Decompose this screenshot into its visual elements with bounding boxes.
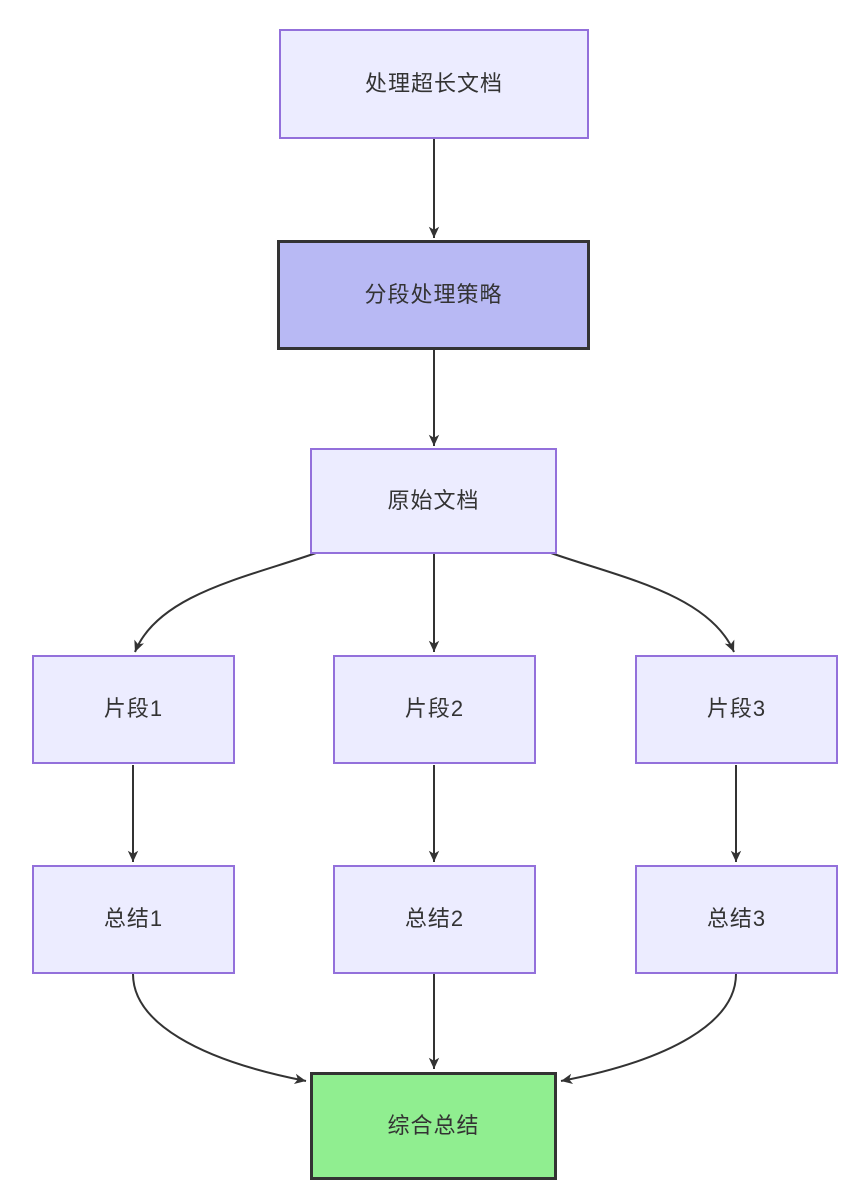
node-summary-2: 总结2 bbox=[333, 865, 536, 974]
node-label: 综合总结 bbox=[387, 1112, 480, 1138]
node-segment-1: 片段1 bbox=[32, 655, 235, 764]
node-segmentation-strategy: 分段处理策略 bbox=[277, 240, 590, 350]
node-summary-1: 总结1 bbox=[32, 865, 235, 974]
node-summary-3: 总结3 bbox=[635, 865, 838, 974]
edge-e1-f bbox=[132, 973, 307, 1084]
node-segment-2: 片段2 bbox=[333, 655, 536, 764]
node-original-document: 原始文档 bbox=[310, 448, 557, 554]
node-segment-3: 片段3 bbox=[635, 655, 838, 764]
node-label: 总结1 bbox=[103, 906, 164, 932]
node-label: 片段3 bbox=[706, 696, 767, 722]
node-label: 处理超长文档 bbox=[364, 70, 503, 96]
node-label: 总结2 bbox=[404, 906, 465, 932]
node-process-long-document: 处理超长文档 bbox=[279, 29, 589, 139]
node-label: 总结3 bbox=[706, 906, 767, 932]
node-label: 分段处理策略 bbox=[364, 281, 503, 307]
node-label: 原始文档 bbox=[387, 487, 480, 513]
node-label: 片段2 bbox=[404, 696, 465, 722]
node-combined-summary: 综合总结 bbox=[310, 1072, 557, 1180]
edge-c-d3 bbox=[550, 552, 735, 653]
node-label: 片段1 bbox=[103, 696, 164, 722]
edge-e3-f bbox=[560, 973, 737, 1084]
edge-c-d1 bbox=[134, 552, 317, 653]
